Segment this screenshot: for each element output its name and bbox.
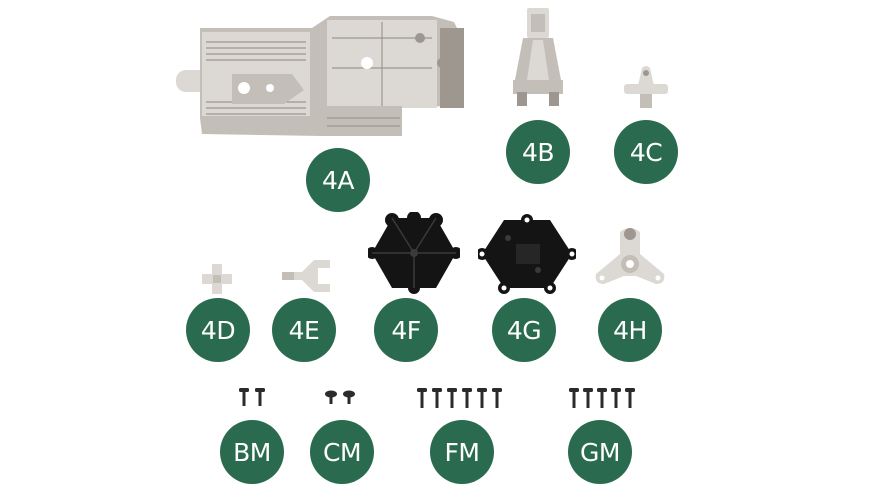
badge-4g: 4G	[492, 298, 556, 362]
badge-4a: 4A	[306, 148, 370, 212]
screws-gm-icon	[569, 388, 635, 408]
gearbox-bracket-icon	[513, 8, 563, 106]
badge-cm: CM	[310, 420, 374, 484]
badge-4c: 4C	[614, 120, 678, 184]
black-hex-cover-icon	[368, 212, 460, 294]
screws-bm-icon	[239, 388, 265, 406]
badge-gm: GM	[568, 420, 632, 484]
black-hex-plate-icon	[478, 214, 576, 294]
small-mount-icon	[624, 66, 668, 108]
badge-4h: 4H	[598, 298, 662, 362]
screws-cm-icon	[325, 390, 355, 404]
badge-fm: FM	[430, 420, 494, 484]
three-arm-mount-icon	[595, 228, 665, 284]
badge-bm: BM	[220, 420, 284, 484]
cross-joint-icon	[202, 264, 232, 294]
badge-4d: 4D	[186, 298, 250, 362]
fork-joint-icon	[282, 260, 330, 292]
badge-4e: 4E	[272, 298, 336, 362]
badge-4b: 4B	[506, 120, 570, 184]
gearbox-housing-icon	[176, 16, 464, 136]
badge-4f: 4F	[374, 298, 438, 362]
screws-fm-icon	[417, 388, 502, 408]
